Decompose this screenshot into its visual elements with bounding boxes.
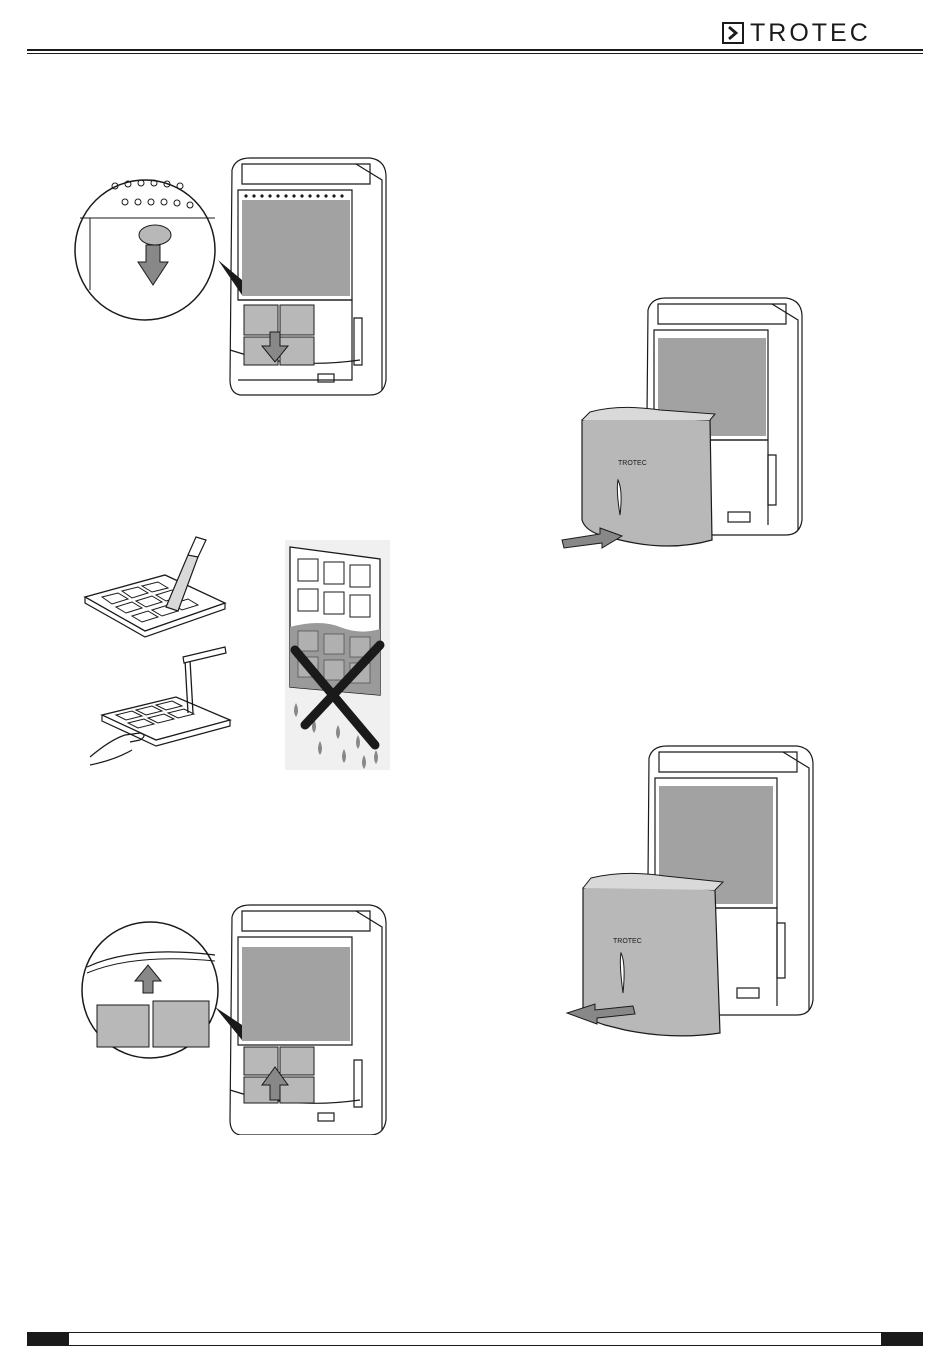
header-rule-thin <box>27 53 923 54</box>
vacuum-brush-icon <box>85 537 225 637</box>
chevron-right-icon <box>722 22 744 44</box>
tank-brand-label: TROTEC <box>613 938 642 945</box>
tank-insertion-illustration: TROTEC <box>560 290 810 560</box>
filter-no-wash-illustration <box>280 535 395 775</box>
filter-cleaning-illustration <box>80 535 240 770</box>
footer-right-block <box>881 1332 923 1346</box>
filter-insertion-illustration <box>75 895 395 1135</box>
footer-left-block <box>27 1332 69 1346</box>
brand-name: TROTEC <box>750 20 871 46</box>
filter-removal-illustration <box>70 150 400 410</box>
brand-logo: TROTEC <box>722 20 871 46</box>
tank-removal-illustration: TROTEC <box>565 738 825 1038</box>
tank-brand-label: TROTEC <box>618 460 647 467</box>
footer-bar <box>27 1332 923 1346</box>
header-rule <box>27 49 923 51</box>
